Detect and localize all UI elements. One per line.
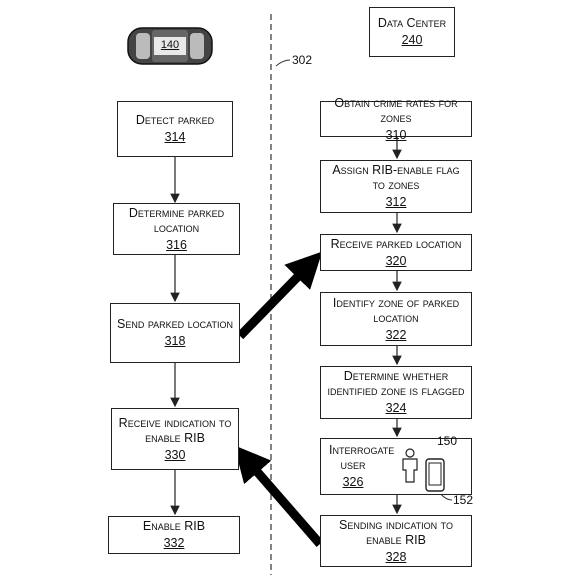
box-ref: 330 bbox=[164, 447, 186, 462]
assign-rib-flag-box: Assign RIB-enable flag to zones 312 bbox=[320, 160, 472, 213]
determine-flagged-box: Determine whether identified zone is fla… bbox=[320, 366, 472, 419]
box-ref: 314 bbox=[164, 130, 186, 144]
box-ref: 328 bbox=[385, 549, 407, 564]
box-label: Determine whether identified zone is fla… bbox=[327, 369, 465, 398]
box-ref: 318 bbox=[164, 334, 186, 348]
box-label: Detect parked bbox=[135, 113, 215, 127]
determine-parked-location-box: Determine parked location 316 bbox=[113, 203, 240, 255]
data-center-ref: 240 bbox=[401, 33, 423, 47]
box-label: Send parked location bbox=[117, 317, 233, 331]
identify-zone-box: Identify zone of parked location 322 bbox=[320, 292, 472, 346]
box-ref: 310 bbox=[385, 127, 407, 142]
enable-rib-box: Enable RIB 332 bbox=[108, 516, 240, 554]
box-ref: 322 bbox=[385, 327, 407, 342]
box-ref: 316 bbox=[166, 237, 187, 252]
box-label: Receive parked location bbox=[330, 236, 462, 251]
arrow-318-to-320 bbox=[236, 251, 323, 340]
receive-indication-box: Receive indication to enable RIB 330 bbox=[111, 408, 239, 470]
phone-icon bbox=[425, 458, 445, 492]
divider-leader bbox=[275, 59, 291, 67]
user-icon bbox=[399, 448, 421, 484]
arrow-328-to-330 bbox=[234, 445, 324, 547]
interrogate-user-box: Interrogate user 326 bbox=[320, 438, 472, 495]
vehicle-icon: 140 bbox=[126, 24, 214, 68]
box-ref: 320 bbox=[385, 253, 407, 268]
box-label: Determine parked location bbox=[128, 205, 225, 235]
receive-parked-location-box: Receive parked location 320 bbox=[320, 234, 472, 271]
box-label: Assign RIB-enable flag to zones bbox=[332, 163, 460, 192]
obtain-crime-rates-box: Obtain crime rates for zones 310 bbox=[320, 96, 472, 142]
box-label: Receive indication to enable RIB bbox=[118, 415, 232, 445]
data-center-label: Data Center bbox=[377, 16, 447, 30]
sending-indication-box: Sending indication to enable RIB 328 bbox=[320, 515, 472, 567]
box-label: Obtain crime rates for zones bbox=[334, 95, 458, 125]
box-label: Sending indication to enable RIB bbox=[339, 517, 453, 547]
detect-parked-box: Detect parked 314 bbox=[117, 101, 233, 157]
divider-ref: 302 bbox=[292, 53, 313, 67]
box-ref: 326 bbox=[342, 475, 364, 489]
vehicle-ref: 140 bbox=[160, 39, 180, 51]
send-parked-location-box: Send parked location 318 bbox=[110, 303, 240, 363]
user-ref: 150 bbox=[437, 434, 458, 448]
data-center-box: Data Center 240 bbox=[369, 7, 455, 57]
box-label: Interrogate user bbox=[329, 443, 395, 472]
box-ref: 332 bbox=[163, 536, 185, 550]
phone-ref: 152 bbox=[453, 493, 474, 507]
box-ref: 312 bbox=[385, 195, 407, 209]
box-label: Enable RIB bbox=[142, 519, 206, 533]
box-ref: 324 bbox=[385, 401, 407, 415]
box-label: Identify zone of parked location bbox=[332, 295, 460, 325]
